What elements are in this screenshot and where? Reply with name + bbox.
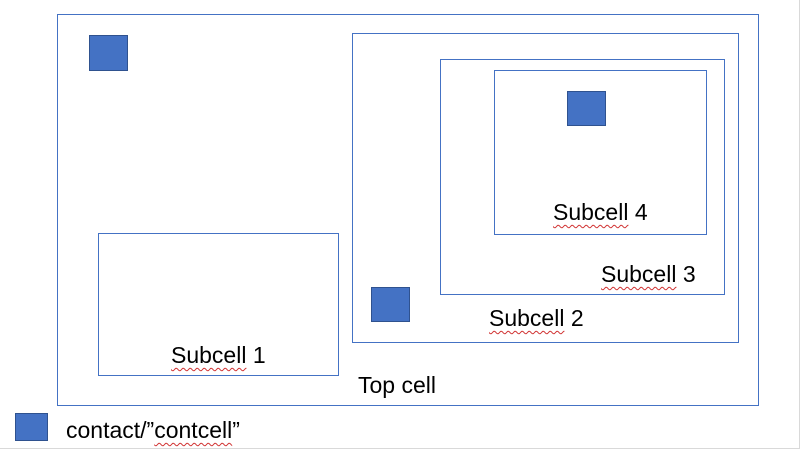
top-cell-frame: [57, 14, 759, 406]
legend-label: contact/”contcell”: [66, 417, 240, 443]
subcell-3-number: 3: [676, 261, 696, 287]
subcell-3-frame: [440, 59, 725, 295]
subcell-2-label: Subcell 2: [489, 305, 584, 331]
subcell-1-frame: [98, 233, 339, 376]
subcell-4-word: Subcell: [553, 199, 629, 225]
legend-prefix: contact/”: [66, 417, 155, 443]
subcell-3-word: Subcell: [601, 261, 677, 287]
legend-word: contcell: [154, 417, 233, 443]
subcell-2-number: 2: [564, 305, 584, 331]
subcell-4-number: 4: [628, 199, 648, 225]
legend-contact-swatch: [15, 413, 48, 441]
subcell-1-number: 1: [246, 342, 266, 368]
subcell-3-label: Subcell 3: [601, 261, 696, 287]
contact-subcell-4: [567, 91, 606, 126]
subcell-1-word: Subcell: [171, 342, 247, 368]
contact-top-cell: [89, 35, 128, 71]
top-cell-label: Top cell: [358, 372, 436, 398]
subcell-2-word: Subcell: [489, 305, 565, 331]
legend-suffix: ”: [232, 417, 240, 443]
subcell-2-frame: [352, 33, 739, 343]
subcell-4-frame: [494, 70, 707, 235]
contact-subcell-2: [371, 287, 410, 322]
subcell-4-label: Subcell 4: [553, 199, 648, 225]
subcell-1-label: Subcell 1: [171, 342, 266, 368]
